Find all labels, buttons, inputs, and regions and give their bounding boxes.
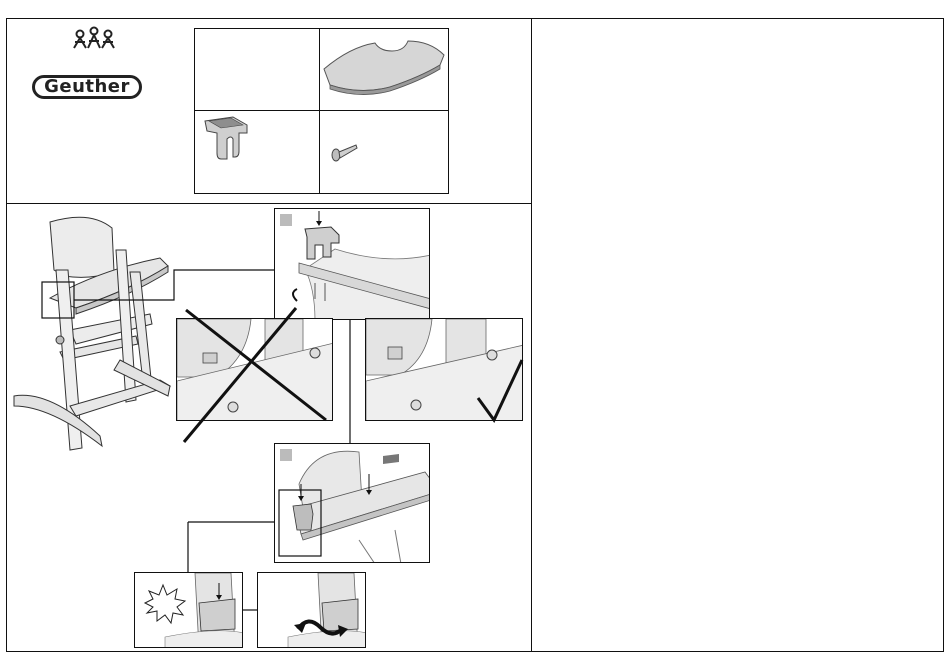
twist-detail (257, 572, 366, 648)
step-2-drawing (275, 444, 430, 563)
cross-mark-icon (176, 300, 376, 450)
right-panel-empty (531, 18, 944, 652)
click-burst-icon (145, 585, 185, 623)
click-detail (134, 572, 243, 648)
twist-drawing (258, 573, 366, 648)
check-mark-icon (472, 356, 532, 426)
step-2-detail (274, 443, 430, 563)
click-drawing (135, 573, 243, 648)
